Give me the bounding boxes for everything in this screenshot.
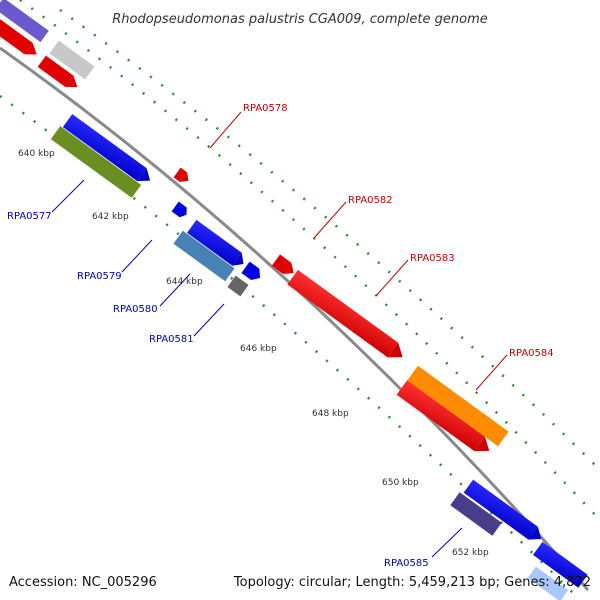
gene-RPA0585-bar — [450, 492, 502, 536]
tick-label-652: 652 kbp — [452, 548, 489, 558]
genome-summary-text: Topology: circular; Length: 5,459,213 bp… — [233, 575, 591, 590]
gene-RPA0577-bar — [50, 126, 142, 198]
gene-label-RPA0578: RPA0578 — [243, 103, 288, 114]
gene-lightblue-bottom — [527, 566, 569, 600]
tick-label-642: 642 kbp — [92, 212, 129, 222]
gene-RPA0584-bar — [407, 365, 509, 447]
gene-blue-1 — [62, 114, 151, 182]
gene-red-top-2 — [37, 55, 78, 88]
gene-RPA0582-bar — [271, 254, 294, 275]
tick-label-640: 640 kbp — [18, 149, 55, 159]
tick-label-644: 644 kbp — [166, 277, 203, 287]
gene-label-RPA0584: RPA0584 — [509, 348, 554, 359]
gene-RPA0583-bar — [287, 269, 403, 358]
gene-blue-4 — [463, 479, 542, 540]
gene-purple-top — [0, 0, 49, 43]
gene-label-RPA0581: RPA0581 — [149, 334, 194, 345]
tick-label-650: 650 kbp — [382, 478, 419, 488]
gene-red-top — [0, 19, 37, 55]
gene-label-RPA0582: RPA0582 — [348, 195, 393, 206]
gene-blue-2 — [187, 219, 244, 266]
gene-label-RPA0580: RPA0580 — [113, 304, 158, 315]
gene-label-RPA0583: RPA0583 — [410, 253, 455, 264]
gene-label-RPA0577: RPA0577 — [7, 211, 52, 222]
leader-lines — [51, 111, 508, 558]
gene-RPA0579-bar — [171, 201, 187, 218]
gene-blue-3 — [241, 261, 261, 281]
tick-label-648: 648 kbp — [312, 409, 349, 419]
gene-RPA0580-bar — [173, 230, 235, 282]
tick-labels: 640 kbp 642 kbp 644 kbp 646 kbp 648 kbp … — [18, 149, 489, 558]
gene-label-RPA0579: RPA0579 — [77, 271, 122, 282]
gene-RPA0581-bar — [227, 275, 249, 297]
gene-label-RPA0585: RPA0585 — [384, 558, 429, 569]
gene-blue-5 — [533, 541, 588, 588]
gene-RPA0578-bar — [173, 167, 189, 183]
map-title: Rhodopseudomonas palustris CGA009, compl… — [112, 12, 488, 27]
gene-red-long — [396, 380, 490, 452]
accession-text: Accession: NC_005296 — [9, 575, 157, 590]
gene-grey-top — [49, 40, 95, 80]
tick-label-646: 646 kbp — [240, 344, 277, 354]
